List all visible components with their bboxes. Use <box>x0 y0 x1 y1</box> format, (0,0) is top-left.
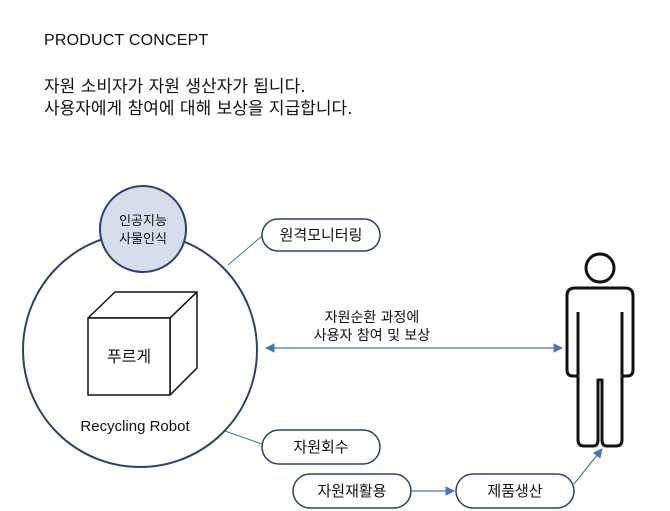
arrow-label-line-2: 사용자 참여 및 보상 <box>314 328 431 344</box>
production-label: 제품생산 <box>487 482 542 500</box>
remote-monitoring-pill <box>261 218 381 252</box>
robot-label: Recycling Robot <box>80 418 190 435</box>
recycling-label: 자원재활용 <box>317 482 386 500</box>
connector-remote-monitoring <box>227 235 263 266</box>
ai-recognition-badge <box>99 185 187 273</box>
remote-monitoring-label: 원격모니터링 <box>280 226 363 244</box>
ai-badge-line-2: 사물인식 <box>119 232 167 247</box>
arrow-label-line-1: 자원순환 과정에 <box>325 310 420 326</box>
ai-badge-line-1: 인공지능 <box>119 214 167 229</box>
connector-collection <box>221 429 263 445</box>
collection-pill <box>261 429 381 465</box>
box-label: 푸르게 <box>107 347 151 366</box>
production-pill <box>455 473 575 509</box>
subtitle-line-2: 사용자에게 참여에 대해 보상을 지급합니다. <box>44 99 353 119</box>
cube-icon <box>87 291 198 396</box>
collection-label: 자원회수 <box>293 438 348 456</box>
page-title: PRODUCT CONCEPT <box>44 32 209 49</box>
subtitle-line-1: 자원 소비자가 자원 생산자가 됩니다. <box>44 77 306 97</box>
page-subtitle: 자원 소비자가 자원 생산자가 됩니다. 사용자에게 참여에 대해 보상을 지급… <box>44 76 353 120</box>
person-icon <box>565 252 635 448</box>
arrow-production-to-person <box>573 448 603 485</box>
